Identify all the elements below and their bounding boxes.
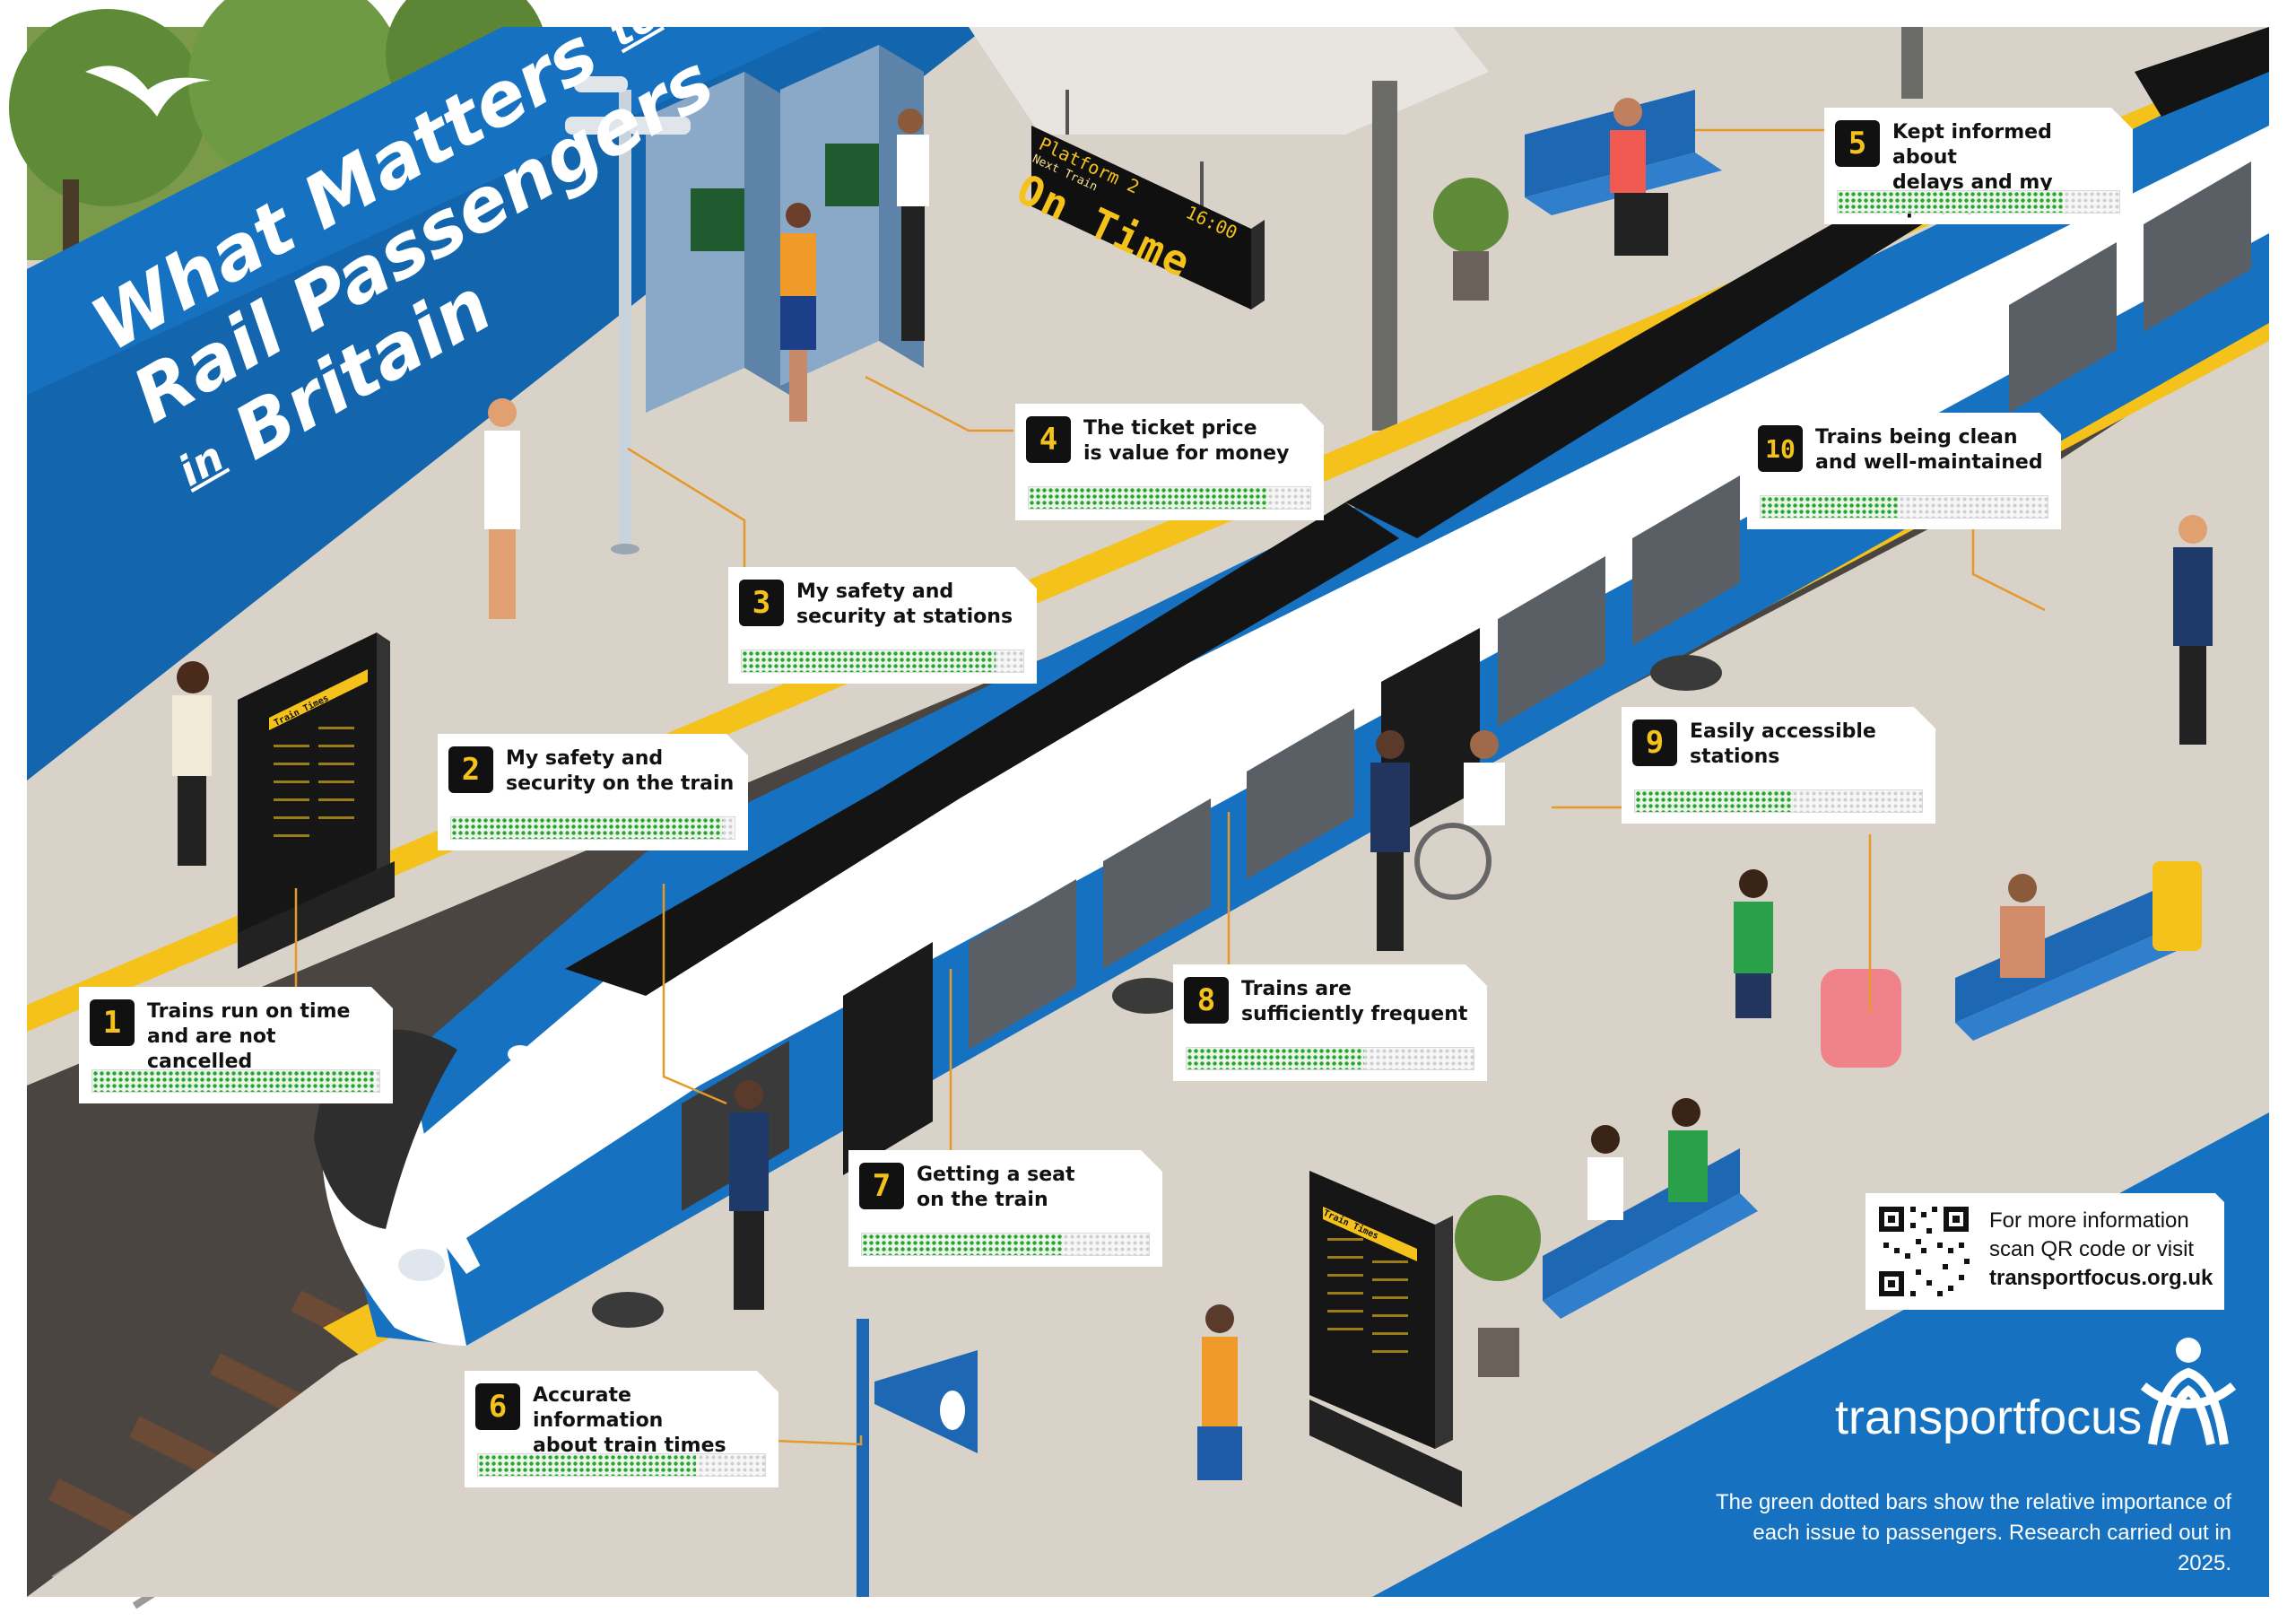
issue-rank-badge: 10 — [1758, 425, 1803, 472]
more-info-line-2: scan QR code or visit — [1989, 1237, 2195, 1261]
issue-label: Accurate information about train times — [533, 1384, 726, 1457]
issue-card-8: 8 Trains are sufficiently frequent — [1173, 964, 1487, 1081]
qr-code — [1879, 1207, 1970, 1296]
departure-board — [1031, 90, 1265, 310]
transportfocus-logo — [2140, 1338, 2237, 1445]
timetable-board-left — [238, 632, 395, 969]
issue-card-7: 7 Getting a seat on the train — [848, 1150, 1162, 1267]
importance-bar-fill — [862, 1234, 1063, 1255]
issue-rank-badge: 8 — [1184, 977, 1229, 1024]
issue-rank-badge: 6 — [475, 1383, 520, 1430]
footnote-line-1: The green dotted bars show the relative … — [1716, 1490, 2231, 1514]
importance-bar — [1634, 789, 1923, 813]
bird-icon — [85, 65, 211, 117]
issue-label: Trains are sufficiently frequent — [1241, 978, 1468, 1025]
issue-card-10: 10 Trains being clean and well-maintaine… — [1747, 413, 2061, 529]
issue-card-4: 4 The ticket price is value for money — [1015, 404, 1324, 520]
suitcase — [2152, 861, 2202, 951]
issue-card-2: 2 My safety and security on the train — [438, 734, 748, 850]
issue-label: Easily accessible stations — [1690, 720, 1876, 768]
issue-label: My safety and security on the train — [506, 747, 735, 795]
speaker-pole — [857, 1319, 978, 1597]
issue-card-6: 6 Accurate information about train times — [465, 1371, 778, 1487]
importance-bar-fill — [92, 1070, 374, 1092]
footnote-line-2: each issue to passengers. Research carri… — [1752, 1521, 2231, 1575]
importance-bar — [91, 1069, 380, 1093]
importance-bar-fill — [1838, 191, 2063, 213]
importance-bar — [477, 1453, 766, 1477]
issue-label: Trains being clean and well-maintained — [1815, 426, 2043, 474]
importance-bar-fill — [451, 817, 723, 839]
issue-rank-badge: 4 — [1026, 416, 1071, 463]
pram — [1821, 969, 1901, 1068]
importance-bar — [741, 650, 1024, 673]
website-link[interactable]: transportfocus.org.uk — [1989, 1266, 2213, 1290]
importance-bar — [450, 816, 735, 840]
issue-rank-badge: 5 — [1835, 120, 1880, 167]
title-word-to: to — [600, 0, 667, 57]
issue-rank-badge: 7 — [859, 1163, 904, 1209]
timetable-board-bottom — [1309, 1171, 1462, 1507]
issue-label: The ticket price is value for money — [1083, 417, 1290, 465]
issue-label: My safety and security at stations — [796, 580, 1013, 628]
importance-bar-fill — [742, 650, 996, 672]
issue-rank-badge: 3 — [739, 580, 784, 626]
issue-rank-badge: 9 — [1632, 719, 1677, 766]
importance-bar-fill — [478, 1454, 696, 1476]
more-info-line-1: For more information — [1989, 1208, 2189, 1233]
issue-label: Getting a seat on the train — [917, 1164, 1075, 1211]
issue-card-1: 1 Trains run on time and are not cancell… — [79, 987, 393, 1103]
qr-box — [1866, 1193, 2224, 1310]
issue-card-9: 9 Easily accessible stations — [1622, 707, 1935, 824]
importance-bar-fill — [1761, 496, 1899, 518]
passengers — [172, 98, 2213, 1480]
importance-bar — [1186, 1047, 1474, 1070]
importance-bar — [1837, 190, 2120, 214]
issue-card-3: 3 My safety and security at stations — [728, 567, 1037, 684]
importance-bar — [861, 1233, 1150, 1256]
issue-rank-badge: 2 — [448, 746, 493, 793]
cctv-post — [565, 76, 691, 554]
importance-bar-fill — [1187, 1048, 1364, 1069]
connector-lines — [294, 128, 2046, 1446]
more-info-text: For more information scan QR code or vis… — [1989, 1207, 2213, 1293]
issue-label: Trains run on time and are not cancelled — [147, 1000, 351, 1073]
brand-wordmark: transportfocus — [1835, 1391, 2143, 1444]
footnote: The green dotted bars show the relative … — [1693, 1487, 2231, 1579]
canopy — [969, 27, 1489, 135]
issue-rank-badge: 1 — [90, 999, 135, 1046]
importance-bar — [1028, 486, 1311, 510]
issue-card-5: 5 Kept informed about delays and my opti… — [1824, 108, 2133, 224]
plants — [1433, 178, 1541, 1377]
importance-bar-fill — [1635, 790, 1793, 812]
importance-bar-fill — [1029, 487, 1268, 509]
importance-bar — [1760, 495, 2048, 519]
